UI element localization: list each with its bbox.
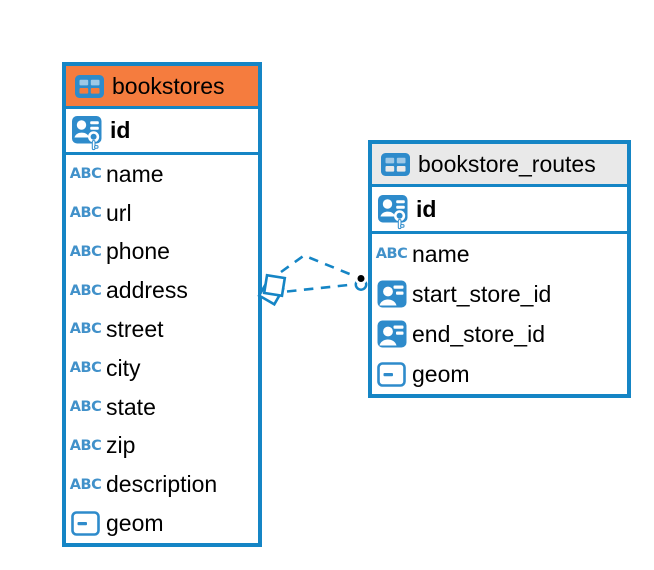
abc-icon: ABC	[69, 476, 102, 493]
column-label: state	[106, 393, 156, 420]
column-label: street	[106, 316, 164, 343]
person-card-icon	[377, 280, 406, 308]
abc-icon: ABC	[69, 282, 102, 299]
row-street[interactable]: ABC street	[66, 310, 258, 349]
abc-icon: ABC	[69, 321, 102, 338]
table-title: bookstores	[112, 72, 225, 99]
fk-line-lower	[286, 283, 354, 293]
abc-icon: ABC	[69, 204, 102, 221]
row-name[interactable]: ABC name	[372, 234, 627, 274]
row-start-store-id[interactable]: start_store_id	[372, 274, 627, 314]
column-label: end_store_id	[412, 320, 545, 347]
abc-icon: ABC	[69, 360, 102, 377]
divider	[372, 184, 627, 187]
column-label: city	[106, 354, 141, 381]
row-description[interactable]: ABC description	[66, 465, 258, 504]
row-name[interactable]: ABC name	[66, 155, 258, 194]
pk-column-label: id	[110, 117, 131, 143]
geometry-icon	[377, 361, 406, 387]
fk-dot-marker	[354, 272, 368, 285]
abc-icon: ABC	[69, 166, 102, 183]
row-id[interactable]: id	[66, 109, 258, 152]
divider	[66, 106, 258, 109]
row-address[interactable]: ABC address	[66, 271, 258, 310]
person-key-icon	[378, 194, 408, 229]
row-city[interactable]: ABC city	[66, 349, 258, 388]
table-icon	[75, 74, 104, 98]
table-bookstores[interactable]: bookstores id ABC name ABC url	[62, 62, 262, 547]
divider	[66, 152, 258, 155]
row-end-store-id[interactable]: end_store_id	[372, 314, 627, 354]
column-label: name	[412, 240, 470, 267]
person-key-icon	[72, 116, 102, 151]
row-phone[interactable]: ABC phone	[66, 233, 258, 272]
column-label: start_store_id	[412, 280, 552, 307]
column-label: address	[106, 277, 188, 304]
abc-icon: ABC	[69, 243, 102, 260]
column-label: zip	[106, 432, 136, 459]
fk-line-upper	[280, 254, 358, 279]
column-label: phone	[106, 238, 170, 265]
abc-icon: ABC	[69, 437, 102, 454]
column-label: geom	[412, 360, 470, 387]
abc-icon: ABC	[375, 245, 408, 262]
row-url[interactable]: ABC url	[66, 194, 258, 233]
table-bookstore-routes[interactable]: bookstore_routes id ABC name	[368, 140, 631, 398]
fk-diamond-marker-back	[257, 278, 285, 307]
column-label: name	[106, 160, 164, 187]
row-geom[interactable]: geom	[372, 354, 627, 394]
column-label: description	[106, 471, 218, 498]
row-id[interactable]: id	[372, 187, 627, 231]
column-label: url	[106, 199, 132, 226]
fk-relationship-lines[interactable]	[257, 254, 368, 307]
pk-column-label: id	[416, 195, 437, 222]
table-title: bookstore_routes	[418, 150, 596, 177]
geometry-icon	[71, 511, 100, 536]
table-header[interactable]: bookstore_routes	[372, 144, 627, 184]
table-icon	[381, 152, 410, 176]
column-label: geom	[106, 510, 164, 537]
person-card-icon	[377, 320, 406, 348]
row-zip[interactable]: ABC zip	[66, 427, 258, 466]
table-header[interactable]: bookstores	[66, 66, 258, 106]
row-geom[interactable]: geom	[66, 504, 258, 543]
fk-ring-marker	[354, 278, 368, 291]
fk-diamond-marker-front	[262, 273, 287, 298]
divider	[372, 231, 627, 234]
row-state[interactable]: ABC state	[66, 388, 258, 427]
abc-icon: ABC	[69, 398, 102, 415]
